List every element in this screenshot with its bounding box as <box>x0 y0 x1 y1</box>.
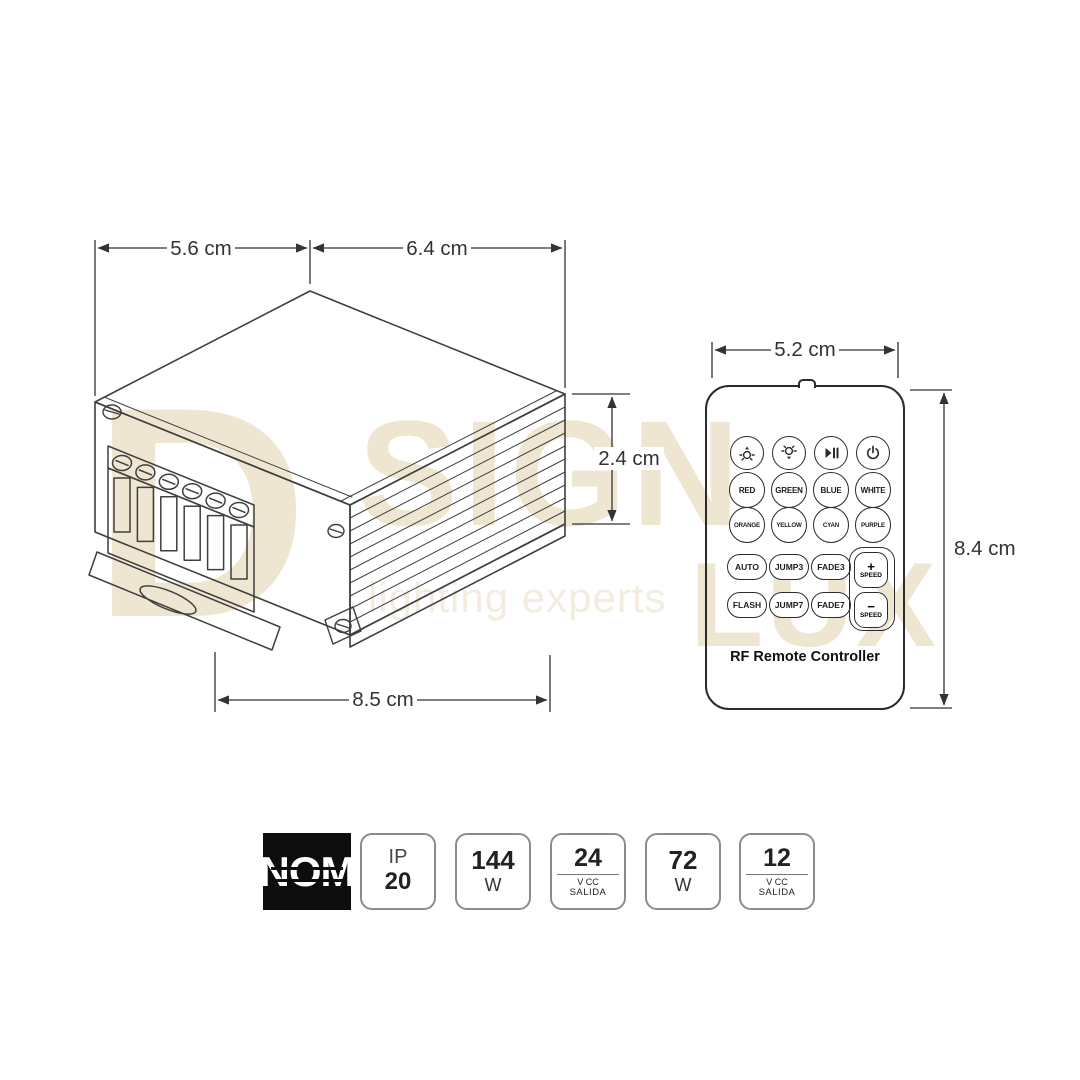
cooling-fins <box>349 406 566 623</box>
brightness-up-icon <box>739 446 755 461</box>
badge-divider <box>557 874 619 876</box>
color-button-orange: ORANGE <box>729 507 765 543</box>
mode-button-auto: AUTO <box>727 554 767 580</box>
badge-divider <box>746 874 808 876</box>
color-button-blue: BLUE <box>813 472 849 508</box>
terminal-block <box>107 445 255 613</box>
badge-power-72w: 72 W <box>645 833 721 910</box>
dim-label-8-4: 8.4 cm <box>954 537 1016 560</box>
dim-label-5-2: 5.2 cm <box>774 338 836 361</box>
color-button-white: WHITE <box>855 472 891 508</box>
mode-button-jump7: JUMP7 <box>769 592 809 618</box>
case-screws <box>102 404 362 645</box>
speed-button-group: + SPEED − SPEED <box>849 547 895 631</box>
power-button <box>856 436 890 470</box>
dim-label-2-4: 2.4 cm <box>598 447 660 470</box>
badge-voltage-24v: 24 V CC SALIDA <box>550 833 626 910</box>
brightness-down-button <box>772 436 806 470</box>
color-button-purple: PURPLE <box>855 507 891 543</box>
color-button-yellow: YELLOW <box>771 507 807 543</box>
mode-button-fade3: FADE3 <box>811 554 851 580</box>
mode-button-jump3: JUMP3 <box>769 554 809 580</box>
nom-certification-badge: NOM <box>263 833 351 910</box>
dim-label-5-6: 5.6 cm <box>170 237 232 260</box>
rf-remote-drawing: RED GREEN BLUE WHITE ORANGE YELLOW CYAN … <box>705 379 905 710</box>
power-icon <box>866 445 880 460</box>
dim-label-8-5: 8.5 cm <box>352 688 414 711</box>
color-button-red: RED <box>729 472 765 508</box>
badge-power-144w: 144 W <box>455 833 531 910</box>
mode-button-flash: FLASH <box>727 592 767 618</box>
play-pause-button <box>814 436 848 470</box>
controller-box <box>94 290 566 648</box>
remote-title: RF Remote Controller <box>730 649 880 665</box>
color-button-green: GREEN <box>771 472 807 508</box>
badge-ip-rating: IP 20 <box>360 833 436 910</box>
play-pause-icon <box>825 447 839 459</box>
color-button-cyan: CYAN <box>813 507 849 543</box>
badge-voltage-12v: 12 V CC SALIDA <box>739 833 815 910</box>
speed-down-button: − SPEED <box>854 592 888 628</box>
mode-button-fade7: FADE7 <box>811 592 851 618</box>
speed-up-button: + SPEED <box>854 552 888 588</box>
brightness-up-button <box>730 436 764 470</box>
brightness-down-icon <box>781 445 797 460</box>
dim-label-6-4: 6.4 cm <box>406 237 468 260</box>
mounting-flange <box>88 551 281 651</box>
watermark-sign: SIGN <box>358 389 745 557</box>
remote-ir-notch <box>798 379 816 388</box>
